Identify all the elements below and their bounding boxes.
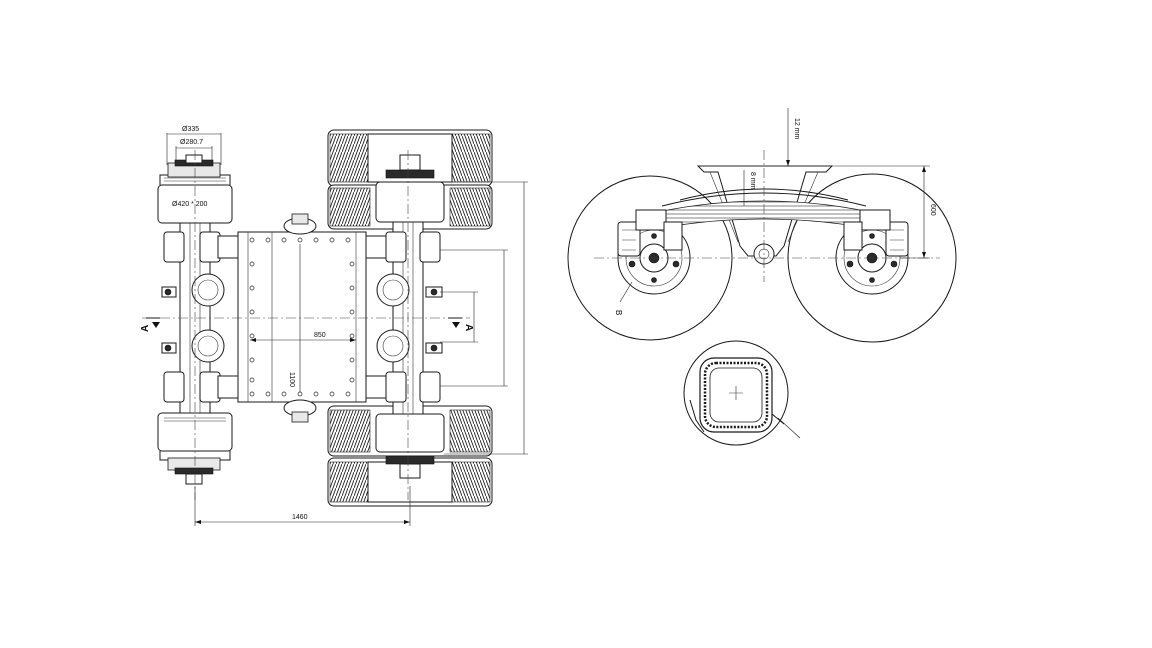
svg-text:A: A <box>463 324 474 331</box>
svg-text:Ø280.7: Ø280.7 <box>180 139 203 146</box>
section-marker-left: A <box>140 317 160 332</box>
dimension-hub-outer: Ø335 <box>166 126 222 165</box>
section-marker-right: A <box>448 317 474 331</box>
section-view: 12 mm 8 mm 600 B <box>567 108 957 343</box>
section-left-brake <box>617 209 691 295</box>
dimension-hub-inner: Ø280.7 <box>175 139 213 162</box>
dimension-height: 600 <box>836 165 936 259</box>
section-right-brake <box>835 209 909 295</box>
dimension-frame-length: 1100 <box>288 244 301 392</box>
svg-text:12 mm: 12 mm <box>793 118 800 140</box>
dimension-right-overall <box>440 181 528 455</box>
plan-view: A A Ø335 Ø280.7 Ø420 * 200 850 <box>140 126 528 526</box>
detail-callout-marker: B <box>614 281 633 315</box>
detail-leader <box>777 417 801 439</box>
section-left-wheel <box>567 175 733 341</box>
frame-bolt-holes <box>249 237 355 397</box>
svg-text:1100: 1100 <box>288 372 295 387</box>
frame-plate <box>237 213 367 423</box>
right-bottom-wheels <box>327 405 493 507</box>
dimension-drum: Ø420 * 200 <box>172 201 208 208</box>
dimension-track: 1460 <box>194 486 411 526</box>
svg-text:600: 600 <box>929 204 936 216</box>
detail-view <box>683 340 801 446</box>
svg-text:850: 850 <box>314 332 326 339</box>
svg-text:8 mm: 8 mm <box>749 172 756 190</box>
svg-text:1460: 1460 <box>292 514 308 521</box>
svg-text:A: A <box>140 325 151 332</box>
svg-text:Ø335: Ø335 <box>182 126 199 133</box>
right-top-wheels <box>327 129 493 230</box>
dimension-weld: 8 mm <box>743 170 756 206</box>
dimension-plate: 12 mm <box>786 108 800 166</box>
left-bottom-hub <box>157 412 233 485</box>
svg-text:B: B <box>614 310 623 315</box>
dimension-frame-width: 850 <box>250 332 356 342</box>
